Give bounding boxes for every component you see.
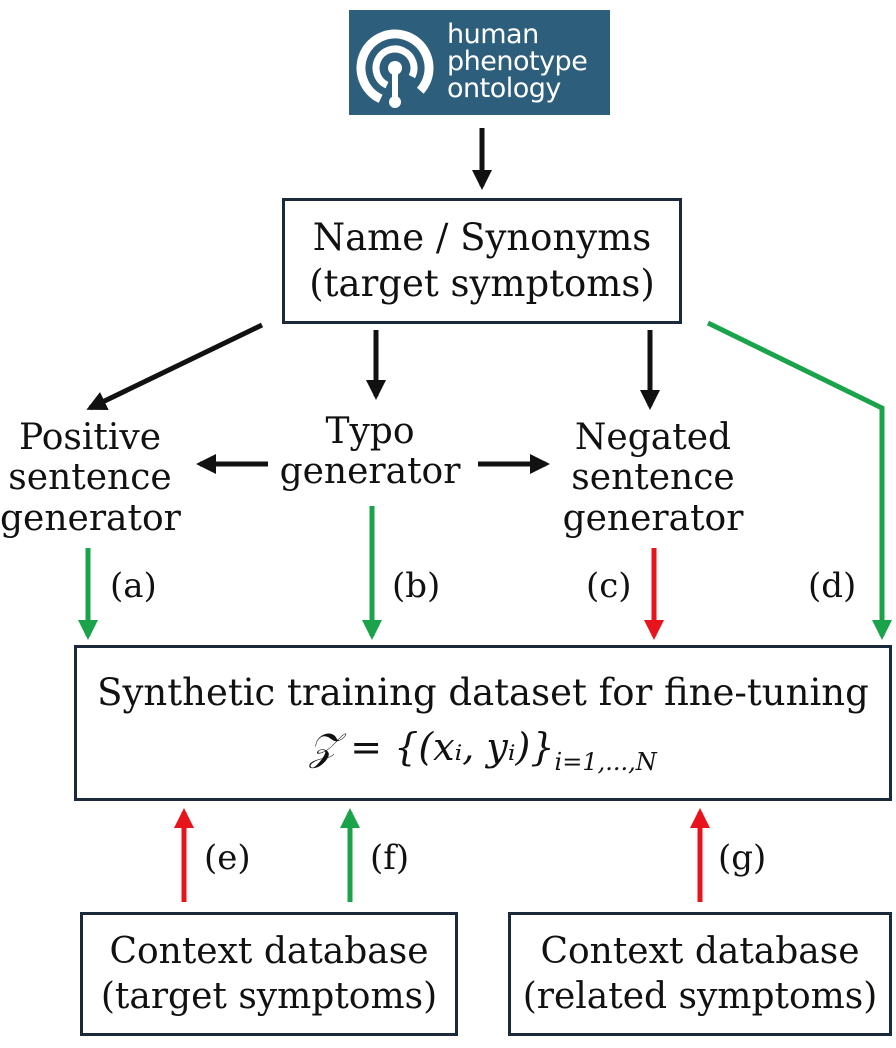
typo-generator-node: Typo generator (270, 411, 470, 493)
negated-generator-line2: sentence (571, 457, 735, 499)
context-target-title: Context database (109, 931, 429, 972)
synthetic-dataset-box: Synthetic training dataset for fine-tuni… (74, 645, 892, 801)
negated-generator-node: Negated sentence generator (548, 417, 758, 539)
negated-generator-line3: generator (562, 497, 744, 539)
context-related-box: Context database (related symptoms) (508, 912, 892, 1036)
edge-label-a: (a) (110, 566, 157, 606)
hpo-logo: human phenotype ontology (349, 10, 610, 115)
edge-label-b: (b) (392, 566, 441, 606)
context-target-box: Context database (target symptoms) (80, 912, 458, 1036)
logo-line-human: human (447, 19, 539, 50)
edge-label-c: (c) (586, 566, 632, 606)
logo-line-ontology: ontology (447, 73, 561, 104)
context-related-subtitle: (related symptoms) (522, 976, 878, 1017)
formula-main: 𝒵 = {(xᵢ, yᵢ)} (309, 724, 555, 769)
arrow-name-to-positive (86, 322, 264, 411)
edge-label-g: (g) (718, 838, 767, 878)
context-target-subtitle: (target symptoms) (100, 976, 438, 1017)
positive-generator-line1: Positive (18, 417, 162, 458)
hpo-logo-icon (356, 29, 434, 108)
edge-label-f: (f) (370, 838, 410, 878)
name-synonyms-box: Name / Synonyms (target symptoms) (282, 198, 682, 324)
synthetic-dataset-title: Synthetic training dataset for fine-tuni… (97, 671, 869, 715)
formula-subscript: i=1,...,N (554, 747, 657, 776)
synthetic-dataset-formula: 𝒵 = {(xᵢ, yᵢ)}i=1,...,N (309, 720, 656, 780)
name-synonyms-subtitle: (target symptoms) (309, 262, 655, 305)
typo-generator-line1: Typo (325, 411, 415, 452)
positive-generator-line3: generator (0, 497, 181, 539)
name-synonyms-title: Name / Synonyms (312, 215, 652, 259)
hpo-logo-wordmark: human phenotype ontology (447, 19, 588, 104)
positive-generator-line2: sentence (8, 457, 172, 499)
positive-generator-node: Positive sentence generator (0, 417, 181, 539)
context-related-title: Context database (540, 931, 860, 972)
typo-generator-line2: generator (279, 451, 461, 493)
edge-label-d: (d) (808, 566, 857, 606)
negated-generator-line1: Negated (574, 417, 732, 458)
edge-label-e: (e) (204, 838, 251, 878)
arrow-d (706, 320, 892, 640)
logo-line-phenotype: phenotype (447, 46, 588, 77)
